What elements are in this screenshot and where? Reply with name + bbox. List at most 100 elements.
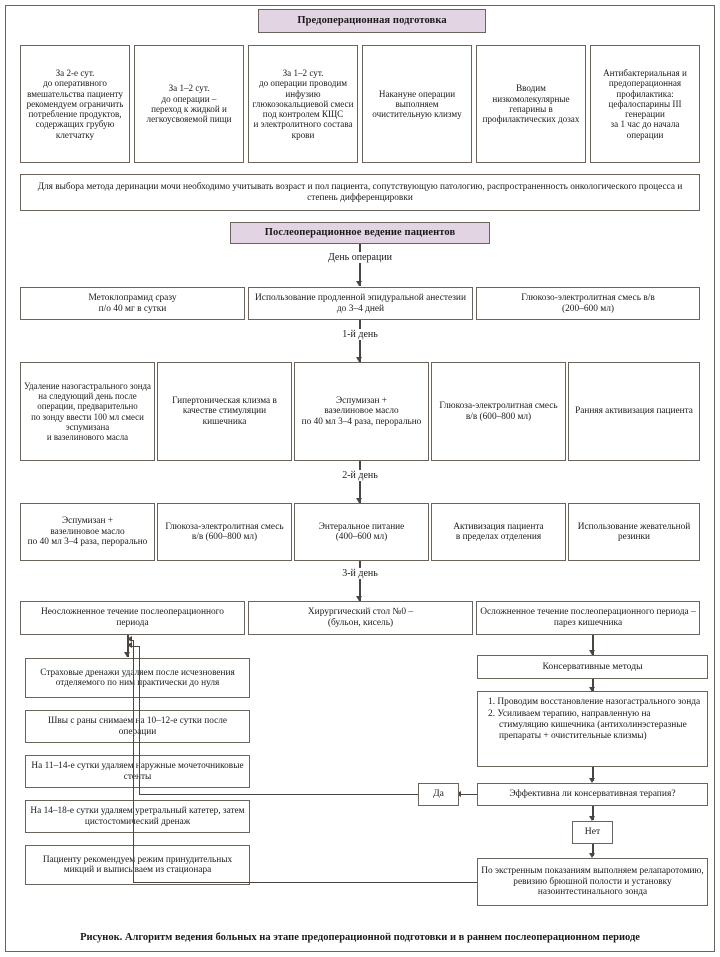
preop-box-2-text: За 1–2 сут.до операции –переход к жидкой…: [146, 83, 232, 125]
preop-box-4: Накануне операции выполняем очистительну…: [362, 45, 472, 163]
conservative-measure-2: 2. Усиливаем терапию, направленную на ст…: [488, 708, 687, 741]
decision-text: Эффективна ли консервативная терапия?: [509, 789, 676, 800]
uncomplicated-step-1: Страховые дренажи удаляем после исчезнов…: [25, 658, 250, 698]
arrowhead-day1: [356, 357, 363, 362]
connector-day2-to-day3: [359, 561, 361, 601]
preop-box-3-text: За 1–2 сут.до операции проводим инфузию …: [252, 68, 354, 140]
day1-box-1: Удаление назогастрального зонда на следу…: [20, 362, 155, 461]
arrowhead-feedback-yes: [127, 642, 132, 649]
feedback-yes-horizontal: [140, 794, 418, 796]
day3-box-uncomplicated-text: Неосложненное течение послеоперационного…: [41, 607, 224, 628]
uncomplicated-step-5: Пациенту рекомендуем режим принудительны…: [25, 845, 250, 885]
emergency-relaparotomy-text: По экстренным показаниям выполняем релап…: [481, 866, 704, 898]
preop-box-4-text: Накануне операции выполняем очистительну…: [372, 88, 462, 120]
day2-box-2: Глюкоза-электролитная смесь в/в (600–800…: [157, 503, 292, 561]
derivation-note-box: Для выбора метода деринации мочи необход…: [20, 174, 700, 211]
uncomplicated-step-5-text: Пациенту рекомендуем режим принудительны…: [42, 854, 233, 876]
arrowhead-day3: [356, 596, 363, 601]
uncomplicated-step-4: На 14–18-е сутки удаляем уретральный кат…: [25, 800, 250, 833]
preop-box-2: За 1–2 сут.до операции –переход к жидкой…: [134, 45, 244, 163]
day2-box-3: Энтеральное питание(400–600 мл): [294, 503, 429, 561]
day1-box-1-text: Удаление назогастрального зонда на следу…: [24, 381, 151, 442]
label-day-3: 3-й день: [310, 568, 410, 579]
label-day-2: 2-й день: [310, 470, 410, 481]
connector-no-to-emergency: [592, 844, 594, 856]
connector-measures-to-decision: [592, 767, 594, 781]
opday-box-3: Глюкозо-электролитная смесь в/в(200–600 …: [476, 287, 700, 320]
day3-box-uncomplicated: Неосложненное течение послеоперационного…: [20, 601, 245, 635]
arrowhead-no: [589, 816, 596, 821]
decision-box-conservative-effective: Эффективна ли консервативная терапия?: [477, 783, 708, 806]
arrowhead-feedback-emergency: [127, 636, 132, 643]
label-op-day: День операции: [310, 252, 410, 263]
no-box: Нет: [572, 821, 613, 844]
arrowhead-uncomplicated-stem: [124, 652, 131, 657]
day1-box-2-text: Гипертоническая клизма в качестве стимул…: [172, 395, 277, 427]
arrowhead-emergency: [589, 853, 596, 858]
emergency-relaparotomy-box: По экстренным показаниям выполняем релап…: [477, 858, 708, 906]
preop-box-1-text: За 2-е сут.до оперативного вмешательства…: [26, 68, 124, 140]
arrowhead-decision: [589, 778, 596, 783]
connector-opday-to-day1: [359, 320, 361, 362]
day1-box-5: Ранняя активизация пациента: [568, 362, 700, 461]
conservative-methods-text: Консервативные методы: [542, 660, 643, 672]
day1-box-5-text: Ранняя активизация пациента: [575, 406, 693, 417]
arrowhead-conservative: [589, 650, 596, 655]
opday-box-3-text: Глюкозо-электролитная смесь в/в(200–600 …: [521, 292, 655, 314]
preop-box-5-text: Вводим низкомолекулярные гепарины в проф…: [482, 83, 580, 125]
connector-conservative-to-measures: [592, 679, 594, 691]
preop-box-3: За 1–2 сут.до операции проводим инфузию …: [248, 45, 358, 163]
opday-box-2: Использование продленной эпидуральной ан…: [248, 287, 473, 320]
figure-caption: Рисунок. Алгоритм ведения больных на эта…: [5, 932, 715, 943]
uncomplicated-step-1-text: Страховые дренажи удаляем после исчезнов…: [40, 667, 235, 689]
connector-day1-to-day2: [359, 461, 361, 503]
feedback-yes-into-box: [131, 645, 140, 647]
preop-header: Предоперационная подготовка: [258, 9, 486, 33]
no-label: Нет: [584, 826, 601, 838]
uncomplicated-step-2-text: Швы с раны снимаем на 10–12-е сутки посл…: [48, 716, 227, 737]
yes-label: Да: [433, 788, 444, 800]
conservative-methods-box: Консервативные методы: [477, 655, 708, 679]
label-day-1: 1-й день: [310, 329, 410, 340]
uncomplicated-step-4-text: На 14–18-е сутки удаляем уретральный кат…: [30, 806, 245, 827]
preop-box-6: Антибактериальная и предоперационная про…: [590, 45, 700, 163]
yes-box: Да: [418, 783, 459, 806]
uncomplicated-step-3-text: На 11–14-е сутки удаляем наружные мочето…: [31, 761, 244, 782]
day3-box-diet: Хирургический стол №0 –(бульон, кисель): [248, 601, 473, 635]
opday-box-2-text: Использование продленной эпидуральной ан…: [255, 292, 466, 314]
conservative-measure-1: 1. Проводим восстановление назогастральн…: [488, 697, 701, 707]
derivation-note-text: Для выбора метода деринации мочи необход…: [37, 182, 683, 203]
day1-box-4-text: Глюкоза-электролитная смесь в/в (600–800…: [439, 401, 558, 422]
feedback-yes-vertical: [139, 645, 141, 795]
preop-box-1: За 2-е сут.до оперативного вмешательства…: [20, 45, 130, 163]
day3-box-complicated: Осложненное течение послеоперационного п…: [476, 601, 700, 635]
day3-box-diet-text: Хирургический стол №0 –(бульон, кисель): [307, 607, 414, 628]
connector-decision-to-no: [592, 806, 594, 820]
arrowhead-opday: [356, 281, 363, 286]
feedback-emergency-vertical: [133, 639, 135, 883]
preop-box-6-text: Антибактериальная и предоперационная про…: [603, 68, 687, 140]
connector-decision-to-yes: [459, 794, 477, 796]
day2-box-5: Использование жевательной резинки: [568, 503, 700, 561]
connector-postop-to-opday: [359, 244, 361, 286]
day1-box-4: Глюкоза-электролитная смесь в/в (600–800…: [431, 362, 566, 461]
arrowhead-day2: [356, 498, 363, 503]
day3-box-complicated-text: Осложненное течение послеоперационного п…: [480, 607, 696, 628]
preop-box-5: Вводим низкомолекулярные гепарины в проф…: [476, 45, 586, 163]
arrowhead-measures: [589, 687, 596, 692]
day1-box-2: Гипертоническая клизма в качестве стимул…: [157, 362, 292, 461]
day2-box-5-text: Использование жевательной резинки: [577, 521, 691, 543]
day2-box-2-text: Глюкоза-электролитная смесь в/в (600–800…: [165, 521, 284, 543]
day2-box-3-text: Энтеральное питание(400–600 мл): [318, 521, 405, 543]
page-border: [5, 5, 715, 952]
connector-complicated-to-conservative: [592, 635, 594, 655]
